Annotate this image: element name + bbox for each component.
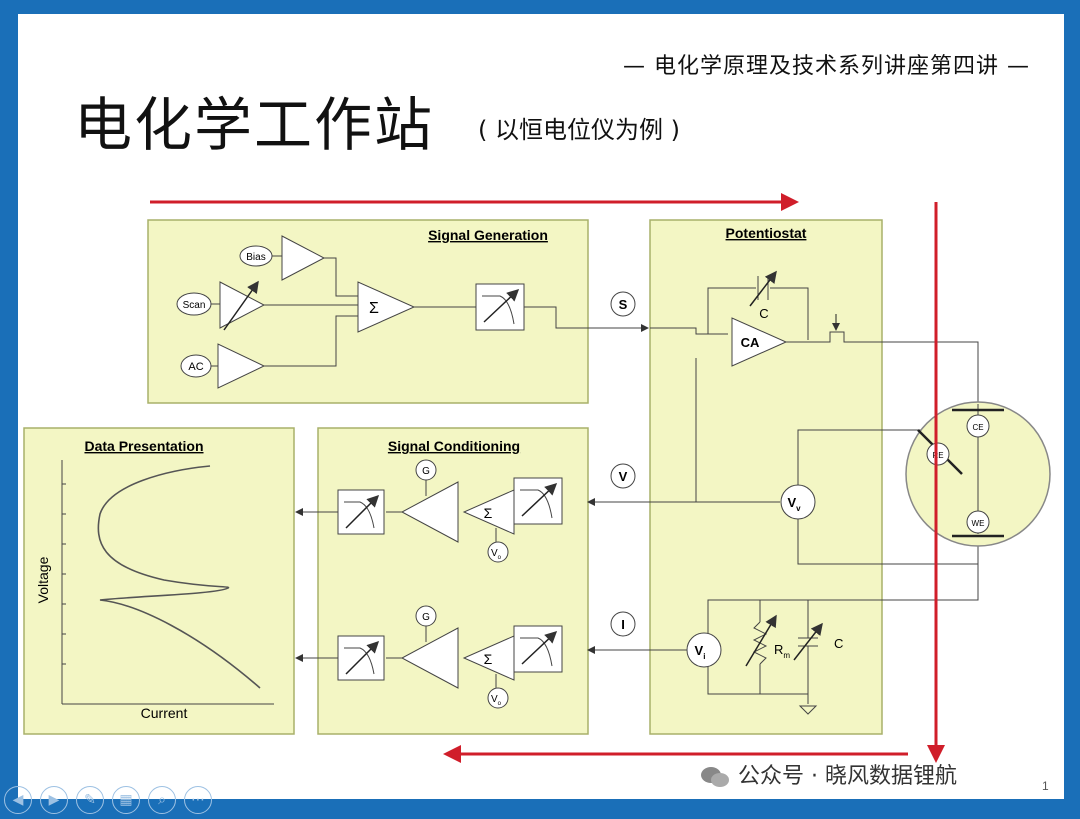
- gain-amplifier-i: [400, 627, 459, 689]
- offset-sum-v-symbol: Σ: [484, 505, 493, 521]
- summing-symbol: Σ: [369, 300, 379, 317]
- previous-slide-icon[interactable]: ◀: [4, 786, 32, 814]
- control-amplifier-label: CA: [741, 335, 760, 350]
- slide-title-note: ( 以恒电位仪为例 ): [478, 116, 680, 144]
- page-number: 1: [1042, 779, 1049, 793]
- slide: — 电化学原理及技术系列讲座第四讲 — 电化学工作站 ( 以恒电位仪为例 ) S…: [18, 14, 1064, 799]
- resistor-rm-label: Rm: [774, 642, 790, 660]
- ground-symbol: [798, 705, 818, 715]
- reference-electrode: [926, 442, 950, 466]
- signal-v-label: V: [619, 469, 628, 484]
- data-presentation-label: Data Presentation: [84, 438, 203, 454]
- offset-sum-i-symbol: Σ: [484, 651, 493, 667]
- wechat-icon: [701, 767, 729, 787]
- panel-signal-conditioning: [317, 427, 589, 735]
- gain-v-label: G: [422, 466, 430, 477]
- signal-v-node: [610, 463, 636, 489]
- counter-electrode: [966, 414, 990, 438]
- presentation-toolbar: ◀ ▶ ✎ ▦ ⌕ ⋯: [4, 786, 220, 816]
- voltmeter-v: [780, 484, 816, 520]
- offset-v-label: Vo: [491, 548, 502, 561]
- offset-sum-v: [462, 489, 515, 535]
- potentiostat-label: Potentiostat: [726, 225, 807, 241]
- gain-amplifier-v: [400, 481, 459, 543]
- plot-xlabel: Current: [141, 705, 188, 721]
- working-electrode: [966, 510, 990, 534]
- voltmeter-i: [686, 632, 722, 668]
- signal-generation-label: Signal Generation: [428, 227, 548, 243]
- feedback-capacitor-label: C: [759, 306, 768, 321]
- ac-input-label: AC: [188, 361, 203, 373]
- series-title: — 电化学原理及技术系列讲座第四讲 —: [623, 54, 1030, 79]
- voltmeter-i-label: Vi: [695, 643, 706, 661]
- summing-amplifier: [357, 281, 416, 333]
- signal-conditioning-label: Signal Conditioning: [388, 438, 520, 454]
- more-options-icon[interactable]: ⋯: [184, 786, 212, 814]
- bias-input-label: Bias: [246, 252, 265, 263]
- signal-s-label: S: [619, 297, 628, 312]
- signal-i-label: I: [621, 617, 625, 632]
- offset-i-node: [487, 687, 509, 709]
- offset-i-label: Vo: [491, 694, 502, 707]
- panel-potentiostat: [649, 219, 883, 735]
- slides-grid-icon[interactable]: ▦: [112, 786, 140, 814]
- gain-i-label: G: [422, 612, 430, 623]
- control-amplifier: [731, 317, 788, 367]
- zoom-icon[interactable]: ⌕: [148, 786, 176, 814]
- slide-title: 电化学工作站: [74, 91, 435, 159]
- gain-i-node: [415, 605, 437, 627]
- potentiostat-diagram: Signal Generation Potentiostat Signal Co…: [23, 193, 1051, 793]
- counter-electrode-label: CE: [972, 423, 983, 432]
- reference-electrode-label: RE: [932, 451, 943, 460]
- footer-watermark: 公众号 · 晓风数据锂航: [700, 758, 957, 790]
- bias-amplifier: [281, 235, 326, 281]
- signal-s-node: [610, 291, 636, 317]
- plot-ylabel: Voltage: [35, 556, 51, 603]
- offset-sum-i: [462, 635, 515, 681]
- footer-text: 公众号 · 晓风数据锂航: [738, 764, 957, 789]
- offset-v-node: [487, 541, 509, 563]
- working-electrode-label: WE: [972, 519, 985, 528]
- scan-input-label: Scan: [183, 300, 206, 311]
- gain-v-node: [415, 459, 437, 481]
- voltammogram-curve: [97, 465, 261, 689]
- next-slide-icon[interactable]: ▶: [40, 786, 68, 814]
- filter-capacitor-label: C: [834, 636, 843, 651]
- signal-i-node: [610, 611, 636, 637]
- pen-icon[interactable]: ✎: [76, 786, 104, 814]
- voltmeter-v-label: Vv: [787, 495, 801, 513]
- panel-data-presentation: [23, 427, 295, 735]
